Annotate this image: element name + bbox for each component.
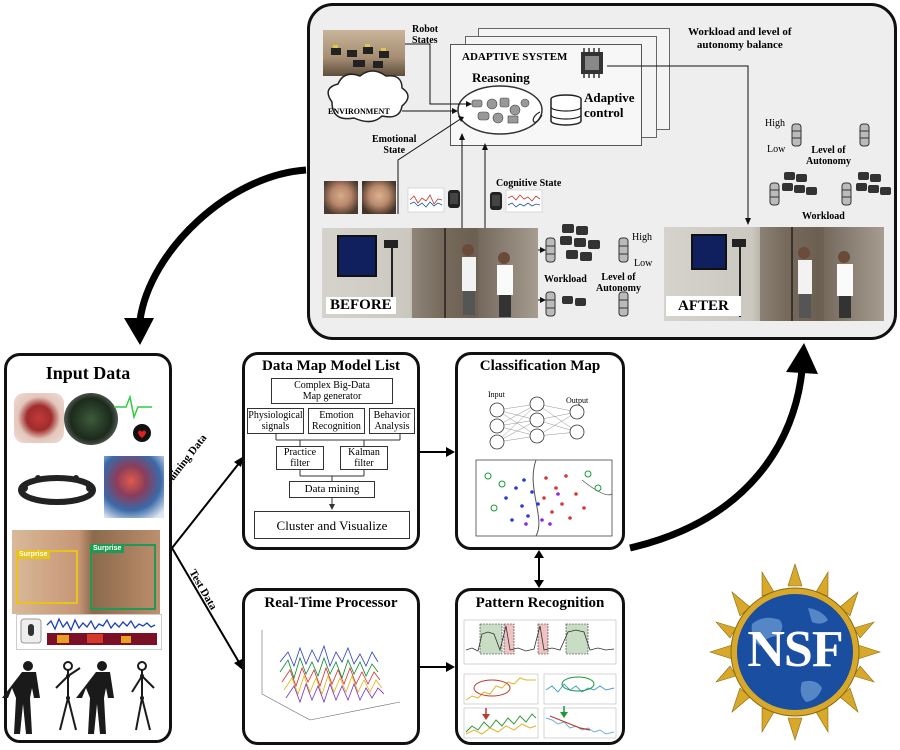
surprise-box-adult (90, 544, 156, 610)
brain-scan-photo (104, 456, 164, 518)
input-data-title: Input Data (45, 363, 131, 383)
emotion-recognition-box: Emotion Recognition (308, 408, 365, 434)
before-label: BEFORE (326, 297, 396, 314)
pattern-signal-plot (463, 619, 617, 665)
after-stack-icon-left (769, 182, 780, 206)
pattern-plots (463, 619, 617, 739)
skeleton-pose-icons (2, 661, 155, 734)
smartwatch-photo (14, 393, 64, 443)
after-low-label: Low (767, 144, 786, 155)
cluster-visualize-box: Cluster and Visualize (254, 511, 410, 539)
nsf-sunburst-icon (709, 563, 881, 741)
monitor-icon-after (691, 234, 727, 270)
real-time-processor-title: Real-Time Processor (264, 595, 398, 611)
eeg-headset-icon (18, 475, 96, 505)
processor-chip-icon (581, 48, 603, 78)
data-map-connectors (275, 434, 401, 510)
robot-cluster-icon-before-large (560, 224, 600, 261)
robot-cluster-icon-after-1 (782, 172, 817, 195)
after-workload-label: Workload (802, 211, 845, 222)
behavior-analysis-box: Behavior Analysis (369, 408, 415, 434)
after-stack-icon-right (859, 123, 870, 147)
autonomy-stack-icon-high (618, 237, 629, 263)
pattern-yellow-plot (463, 673, 539, 705)
surprise-tag-adult: Surprise (90, 544, 125, 553)
emotional-state-label: Emotional State (372, 134, 417, 156)
pattern-green-plot (463, 707, 539, 739)
database-icon (550, 94, 582, 126)
smartwatch-icon (448, 190, 460, 208)
real-time-processor-panel (242, 588, 420, 745)
adaptive-control-label: Adaptive control (584, 90, 635, 120)
heart-rate-icon (114, 394, 152, 442)
nsf-logo (709, 563, 881, 741)
emotion-signal-chart (407, 187, 445, 213)
workload-stack-icon-large (545, 237, 556, 263)
face-photo-2 (362, 181, 396, 214)
environment-label: ENVIRONMENT (328, 107, 390, 116)
audio-spectrogram-photo (16, 614, 162, 650)
robot-cluster-icon-before-small (562, 296, 586, 306)
smartwatch-icon-2 (490, 192, 502, 210)
nn-input-label: Input (488, 390, 505, 399)
adaptive-system-label: ADAPTIVE SYSTEM (462, 51, 568, 63)
reasoning-cloud-icon (457, 85, 543, 135)
classification-map-title: Classification Map (479, 358, 601, 374)
pattern-cyan-plot (543, 706, 617, 739)
physiological-signals-box: Physiological signals (247, 408, 304, 434)
surprise-tag-child: Surprise (16, 550, 51, 559)
kalman-filter-box: Kalman filter (340, 446, 388, 470)
map-generator-box: Complex Big-Data Map generator (271, 378, 393, 404)
facial-expression-photo: Surprise Surprise (12, 530, 160, 614)
scatter-classification-plot (475, 459, 613, 537)
after-level-of-autonomy-label: Level of Autonomy (806, 145, 852, 167)
practice-filter-box: Practice filter (276, 446, 324, 470)
data-mining-box: Data mining (289, 481, 375, 498)
before-low-label: Low (634, 258, 653, 269)
pattern-blue-plot (543, 673, 617, 705)
before-level-of-autonomy-label: Level of Autonomy (596, 272, 642, 294)
cognitive-signal-chart (505, 189, 543, 213)
robot-cluster-icon-after-2 (856, 172, 891, 195)
nn-output-label: Output (566, 396, 589, 405)
autonomy-stack-icon-low (618, 291, 629, 317)
before-workload-label: Workload (544, 274, 587, 285)
robot-fleet-icon (331, 44, 389, 68)
robot-states-photo (323, 30, 405, 76)
data-map-title: Data Map Model List (262, 358, 400, 374)
cognitive-state-label: Cognitive State (496, 178, 562, 189)
workload-stack-icon-small (545, 291, 556, 317)
after-stack-icon-mid (841, 182, 852, 206)
monitor-icon (337, 235, 377, 277)
neural-network-diagram (489, 396, 585, 450)
balance-title: Workload and level of autonomy balance (688, 26, 792, 51)
environment-cloud-icon (327, 70, 409, 123)
after-stack-icon-high (791, 123, 802, 147)
pattern-recognition-title: Pattern Recognition (475, 595, 605, 611)
after-label: AFTER (666, 296, 741, 316)
heart-monitor-photo (64, 393, 118, 445)
after-high-label: High (765, 118, 785, 129)
surface-plot (261, 630, 401, 721)
face-photo-1 (324, 181, 358, 214)
robot-states-label: Robot States (412, 24, 439, 46)
nsf-logo-text: NSF (747, 621, 843, 678)
before-high-label: High (632, 232, 652, 243)
reasoning-label: Reasoning (472, 70, 530, 85)
